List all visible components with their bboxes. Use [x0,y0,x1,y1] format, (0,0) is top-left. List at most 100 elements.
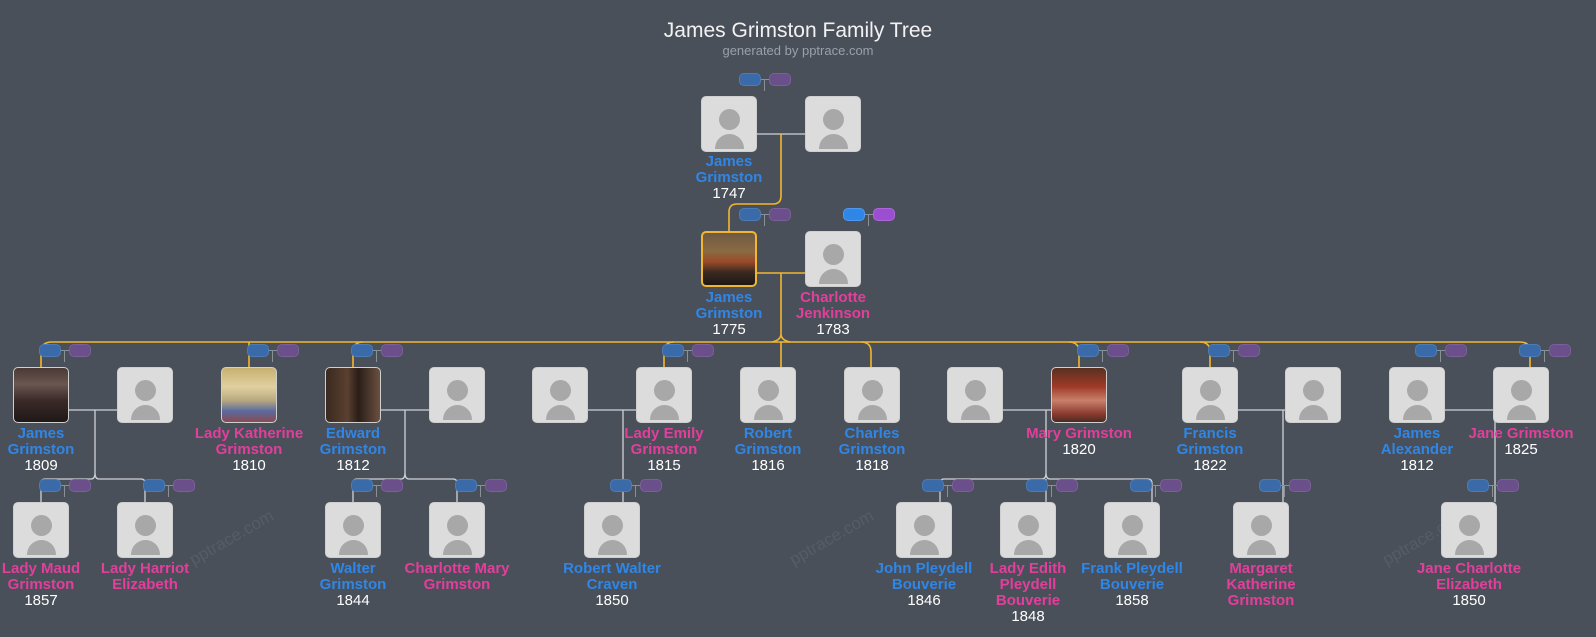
expand-spouse-button[interactable] [1497,479,1519,492]
person-placeholder-icon [343,515,364,536]
node-controls [351,344,403,362]
person-node-jane-grimston[interactable] [1493,367,1549,423]
person-node-spouse[interactable] [429,367,485,423]
expand-parents-button[interactable] [662,344,684,357]
person-node-francis-grimston[interactable] [1182,367,1238,423]
person-placeholder-icon [823,109,844,130]
expand-spouse-button[interactable] [1549,344,1571,357]
node-controls [143,479,195,497]
portrait-photo [222,368,276,422]
person-label: Lady Harriot Elizabeth [100,560,190,593]
expand-spouse-button[interactable] [1160,479,1182,492]
expand-parents-button[interactable] [1130,479,1152,492]
expand-parents-button[interactable] [351,479,373,492]
person-node-walter-grimston[interactable] [325,502,381,558]
person-node-frank-pleydell-bouverie[interactable] [1104,502,1160,558]
person-node-james-alexander[interactable] [1389,367,1445,423]
person-placeholder-icon [823,244,844,265]
expand-parents-button[interactable] [1415,344,1437,357]
person-node-lady-maud[interactable] [13,502,69,558]
node-controls [455,479,507,497]
expand-spouse-button[interactable] [277,344,299,357]
person-node-james-1747[interactable] [701,96,757,152]
node-controls [1519,344,1571,362]
expand-spouse-button[interactable] [1238,344,1260,357]
node-controls [39,344,91,362]
expand-parents-button[interactable] [739,73,761,86]
expand-parents-button[interactable] [922,479,944,492]
person-node-lady-katherine[interactable] [221,367,277,423]
expand-parents-button[interactable] [610,479,632,492]
node-controls [1130,479,1182,497]
expand-parents-button[interactable] [1208,344,1230,357]
person-node-james-1775[interactable] [701,231,757,287]
person-node-lady-edith[interactable] [1000,502,1056,558]
node-controls [1208,344,1260,362]
person-node-spouse[interactable] [805,96,861,152]
expand-spouse-button[interactable] [640,479,662,492]
person-label: Lady Katherine Grimston 1810 [194,425,304,474]
person-node-john-pleydell-bouverie[interactable] [896,502,952,558]
person-label: Francis Grimston 1822 [1176,425,1244,474]
expand-parents-button[interactable] [1259,479,1281,492]
person-node-charlotte-mary[interactable] [429,502,485,558]
person-label: John Pleydell Bouverie 1846 [875,560,973,609]
person-placeholder-icon [1122,515,1143,536]
expand-spouse-button[interactable] [1056,479,1078,492]
expand-spouse-button[interactable] [692,344,714,357]
person-node-jane-charlotte-elizabeth[interactable] [1441,502,1497,558]
person-node-charlotte-jenkinson[interactable] [805,231,861,287]
expand-spouse-button[interactable] [769,73,791,86]
person-placeholder-icon [654,380,675,401]
expand-parents-button[interactable] [1519,344,1541,357]
expand-parents-button[interactable] [143,479,165,492]
expand-spouse-button[interactable] [69,344,91,357]
page-title: James Grimston Family Tree [663,19,933,42]
expand-spouse-button[interactable] [381,479,403,492]
expand-spouse-button[interactable] [769,208,791,221]
expand-spouse-button[interactable] [1289,479,1311,492]
expand-parents-button[interactable] [39,479,61,492]
person-label: Frank Pleydell Bouverie 1858 [1081,560,1183,609]
person-placeholder-icon [862,380,883,401]
person-node-mary-grimston[interactable] [1051,367,1107,423]
expand-parents-button[interactable] [1467,479,1489,492]
person-node-spouse[interactable] [1285,367,1341,423]
node-controls [247,344,299,362]
portrait-photo [703,233,755,285]
person-node-lady-harriot[interactable] [117,502,173,558]
expand-spouse-button[interactable] [873,208,895,221]
expand-parents-button[interactable] [739,208,761,221]
expand-spouse-button[interactable] [1107,344,1129,357]
person-node-robert-grimston[interactable] [740,367,796,423]
page-subtitle: generated by pptrace.com [722,43,874,58]
person-placeholder-icon [1200,380,1221,401]
person-placeholder-icon [1303,380,1324,401]
expand-spouse-button[interactable] [381,344,403,357]
expand-parents-button[interactable] [455,479,477,492]
expand-spouse-button[interactable] [485,479,507,492]
person-node-lady-emily[interactable] [636,367,692,423]
person-placeholder-icon [965,380,986,401]
expand-parents-button[interactable] [843,208,865,221]
person-node-spouse[interactable] [532,367,588,423]
expand-parents-button[interactable] [39,344,61,357]
person-label: Edward Grimston 1812 [319,425,387,474]
expand-spouse-button[interactable] [952,479,974,492]
person-placeholder-icon [31,515,52,536]
expand-spouse-button[interactable] [1445,344,1467,357]
expand-parents-button[interactable] [247,344,269,357]
expand-parents-button[interactable] [1077,344,1099,357]
expand-parents-button[interactable] [1026,479,1048,492]
person-node-edward-grimston[interactable] [325,367,381,423]
expand-spouse-button[interactable] [69,479,91,492]
expand-parents-button[interactable] [351,344,373,357]
person-node-spouse[interactable] [117,367,173,423]
person-node-robert-walter-craven[interactable] [584,502,640,558]
person-node-margaret-katherine[interactable] [1233,502,1289,558]
person-placeholder-icon [1407,380,1428,401]
person-node-charles-grimston[interactable] [844,367,900,423]
person-node-james-1809[interactable] [13,367,69,423]
expand-spouse-button[interactable] [173,479,195,492]
person-node-spouse[interactable] [947,367,1003,423]
